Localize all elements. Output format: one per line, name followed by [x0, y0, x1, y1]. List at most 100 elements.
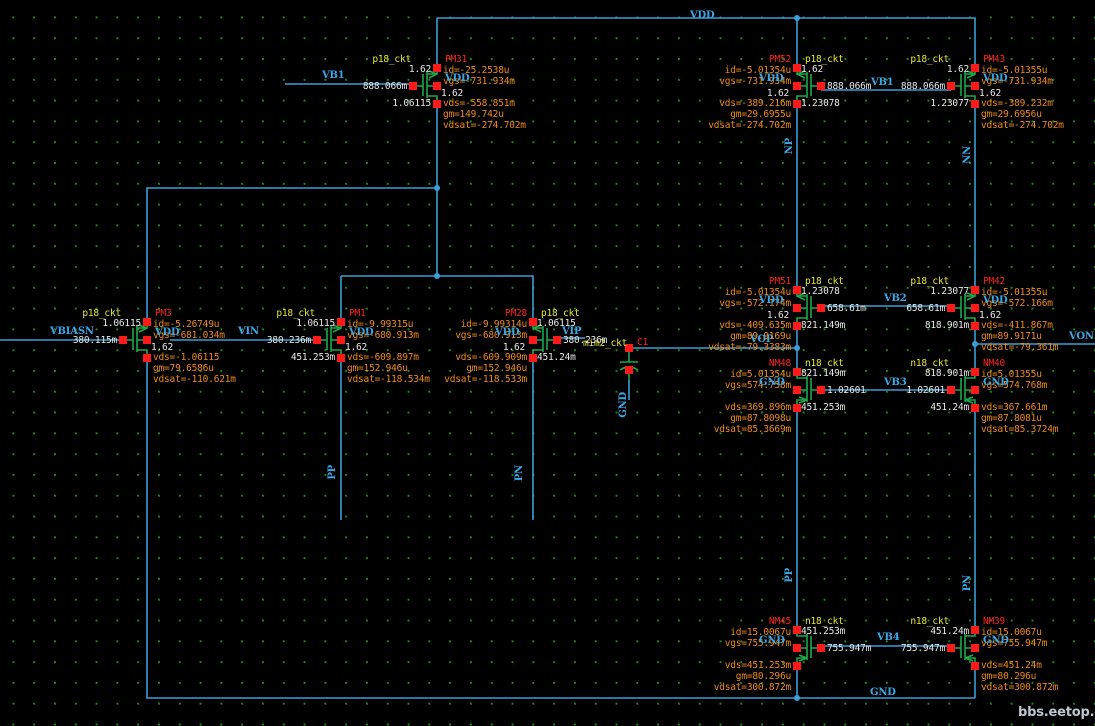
pin-nm40-0 — [971, 368, 979, 376]
pin-nm40-2 — [971, 404, 979, 412]
nm40-cell-name: n18_ckt — [910, 358, 949, 369]
pm43-instance-name: PM43 — [983, 54, 1006, 65]
nm48-vds: vds=369.896m — [724, 402, 791, 413]
pm3-gate-node: 380.115m — [72, 335, 117, 346]
pm52-cell-name: p18_ckt — [805, 54, 844, 65]
pm31-top-node: 1.62 — [408, 64, 431, 75]
pm3-vgs: vgs=-681.034m — [153, 330, 225, 341]
net-label-nn: NN — [962, 146, 973, 164]
pm28-top-node: 1.06115 — [537, 318, 576, 329]
pm28-vgs: vgs=-680.913m — [455, 330, 527, 341]
nm40-instance-name: NM40 — [983, 358, 1006, 369]
pm42-body-node: 1.62 — [979, 310, 1002, 321]
pin-pm42-2 — [971, 322, 979, 330]
pin-pm51-0 — [793, 286, 801, 294]
pm52-vds: vds=-389.216m — [719, 98, 791, 109]
pm52-body-node: 1.62 — [766, 88, 789, 99]
nm48-top-node: 821.149m — [801, 368, 846, 379]
nm48-supply-label: GND — [759, 377, 785, 388]
net-label-pp-left: PP — [327, 465, 338, 480]
watermark: bbs.eetop.cn — [1018, 705, 1095, 720]
pm31-gate-node: 888.066m — [362, 81, 407, 92]
pm51-cell-name: p18_ckt — [805, 276, 844, 287]
pin-nm45-1 — [793, 644, 801, 652]
pm43-body-node: 1.62 — [979, 88, 1002, 99]
nm48-id: id=5.01354u — [730, 369, 791, 380]
pm1-supply-label: VDD — [349, 327, 374, 338]
pin-pm42-0 — [971, 286, 979, 294]
pin-pm3-0 — [143, 318, 151, 326]
net-label-vdd: VDD — [690, 10, 715, 21]
pm31-vgs: vgs=-731.934m — [443, 76, 515, 87]
pin-pm51-1 — [793, 304, 801, 312]
pin-pm52-2 — [793, 100, 801, 108]
pm43-bottom-node: 1.23077 — [930, 98, 969, 109]
transistor-nm39 — [951, 630, 976, 666]
pm28-id: id=-9.99314u — [460, 319, 527, 330]
wire-pm3-drain — [146, 356, 975, 699]
nm45-gate-node: 755.947m — [827, 643, 872, 654]
pin-pm51-2 — [793, 322, 801, 330]
nm45-cell-name: n18_ckt — [805, 616, 844, 627]
pm43-cell-name: p18_ckt — [910, 54, 949, 65]
pm3-instance-name: PM3 — [155, 308, 172, 319]
wire-tail — [341, 275, 534, 322]
transistor-pm52 — [796, 68, 821, 104]
pm51-vds: vds=-409.635m — [719, 320, 791, 331]
nm45-vds: vds=451.253m — [724, 660, 791, 671]
pm31-gm: gm=149.742u — [443, 109, 504, 120]
pin-nm45-3 — [817, 644, 825, 652]
pm52-bottom-node: 1.23078 — [801, 98, 840, 109]
nm39-supply-label: GND — [983, 635, 1009, 646]
nm48-cell-name: n18_ckt — [805, 358, 844, 369]
nm40-supply-label: GND — [983, 377, 1009, 388]
pm3-top-node: 1.06115 — [102, 318, 141, 329]
pm51-gate-node: 658.61m — [827, 303, 866, 314]
nm40-bottom-node: 451.24m — [930, 402, 969, 413]
transistor-pm51 — [796, 290, 821, 326]
pin-pm43-0 — [971, 64, 979, 72]
pm3-cell-name: p18_ckt — [82, 308, 121, 319]
net-label-pn-left: PN — [514, 465, 525, 482]
pm52-id: id=-5.01354u — [724, 65, 791, 76]
pin-nm40-1 — [971, 386, 979, 394]
pm1-vds: vds=-609.897m — [347, 352, 419, 363]
pin-pm1-2 — [337, 354, 345, 362]
pm51-supply-label: VDD — [759, 295, 784, 306]
pm42-id: id=-5.01355u — [981, 287, 1048, 298]
pin-pm31-1 — [433, 82, 441, 90]
junction-dot — [434, 273, 440, 279]
pm28-body-node: 1.62 — [502, 342, 525, 353]
nm48-vdsat: vdsat=85.3669m — [713, 424, 791, 435]
pm51-id: id=-5.01354u — [724, 287, 791, 298]
pm31-cell-name: p18_ckt — [372, 54, 411, 65]
pm51-bottom-node: 821.149m — [801, 320, 846, 331]
pm51-vgs: vgs=-572.174m — [719, 298, 791, 309]
pm42-gate-node: 658.61m — [906, 303, 945, 314]
junction-dot — [434, 185, 440, 191]
pm1-vdsat: vdsat=-118.534m — [347, 374, 430, 385]
transistor-nm40 — [951, 372, 976, 408]
pm1-body-node: 1.62 — [345, 342, 368, 353]
pin-pm1-0 — [337, 318, 345, 326]
pm51-instance-name: PM51 — [768, 276, 791, 287]
pm43-vgs: vgs=-731.934m — [981, 76, 1053, 87]
pin-nm48-1 — [793, 386, 801, 394]
pm1-bottom-node: 451.253m — [290, 352, 335, 363]
wire-vdd-rail — [437, 17, 976, 68]
pin-pm52-0 — [793, 64, 801, 72]
pin-pm42-3 — [947, 304, 955, 312]
nm39-vds: vds=451.24m — [981, 660, 1042, 671]
pm43-supply-label: VDD — [983, 73, 1008, 84]
pin-pm42-1 — [971, 304, 979, 312]
pm52-gm: gm=29.6955u — [730, 109, 791, 120]
pm51-gm: gm=89.9169u — [730, 331, 791, 342]
nm48-gm: gm=87.8098u — [730, 413, 791, 424]
nm39-instance-name: NM39 — [983, 616, 1006, 627]
pin-pm3-3 — [119, 336, 127, 344]
transistor-pm28 — [532, 322, 557, 358]
pin-pm1-1 — [337, 336, 345, 344]
pm42-vds: vds=-411.867m — [981, 320, 1053, 331]
pin-pm1-3 — [313, 336, 321, 344]
